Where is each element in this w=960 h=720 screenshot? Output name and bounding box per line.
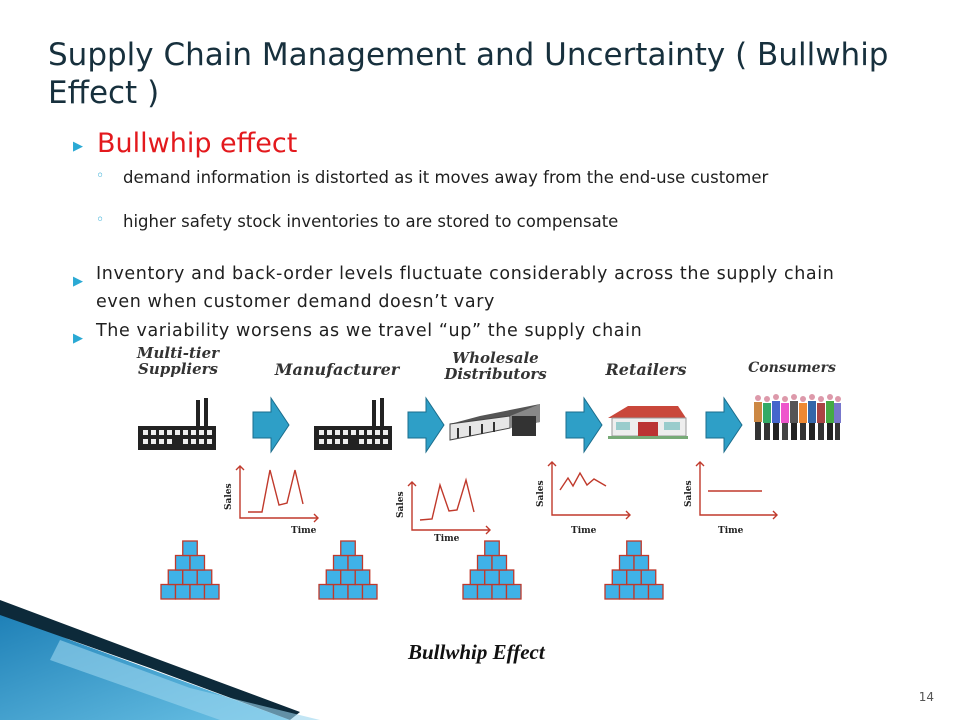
sales-chart-wholesale xyxy=(547,461,631,520)
bullet-inventory-text: Inventory and back-order levels fluctuat… xyxy=(96,264,835,312)
warehouse-icon xyxy=(449,404,540,441)
y-axis-label: Sales xyxy=(536,480,546,507)
y-axis-label: Sales xyxy=(396,491,406,518)
label-retailers: Retailers xyxy=(605,360,687,379)
sales-chart-suppliers xyxy=(235,465,319,523)
sales-chart-manufacturer xyxy=(407,477,491,535)
ring-bullet-icon: ◦ xyxy=(96,168,105,184)
flow-arrow-icon xyxy=(407,396,445,454)
x-axis-label: Time xyxy=(571,526,597,536)
bullet-variability-text: The variability worsens as we travel “up… xyxy=(96,321,643,341)
ring-bullet-icon: ◦ xyxy=(96,212,105,228)
decorative-swoosh xyxy=(0,600,320,720)
bullet-variability: ▶ The variability worsens as we travel “… xyxy=(73,317,873,346)
label-wholesale: Wholesale Distributors xyxy=(444,349,547,383)
sub-bullet-2-text: higher safety stock inventories to are s… xyxy=(123,212,619,231)
x-axis-label: Time xyxy=(718,526,744,536)
x-axis-label: Time xyxy=(434,534,460,544)
page-number: 14 xyxy=(918,690,934,704)
diagram-caption: Bullwhip Effect xyxy=(408,640,545,664)
bullet-bullwhip: ▶ Bullwhip effect xyxy=(73,128,297,159)
sub-bullet-1: ◦ demand information is distorted as it … xyxy=(96,168,856,188)
bullet-bullwhip-text: Bullwhip effect xyxy=(97,128,298,159)
inventory-stack-icon xyxy=(462,540,522,600)
label-manufacturer: Manufacturer xyxy=(274,360,400,379)
flow-arrow-icon xyxy=(252,396,290,454)
flow-arrow-icon xyxy=(565,396,603,454)
inventory-stack-icon xyxy=(604,540,664,600)
y-axis-label: Sales xyxy=(684,480,694,507)
sub-bullet-2: ◦ higher safety stock inventories to are… xyxy=(96,212,856,232)
x-axis-label: Time xyxy=(291,526,317,536)
inventory-stack-icon xyxy=(318,540,378,600)
sales-chart-retailers xyxy=(695,461,778,520)
label-consumers: Consumers xyxy=(748,360,836,376)
label-suppliers: Multi-tier Suppliers xyxy=(136,344,220,378)
bullet-arrow-icon: ▶ xyxy=(73,331,84,346)
slide-title: Supply Chain Management and Uncertainty … xyxy=(48,37,889,111)
factory-icon xyxy=(314,398,392,450)
flow-arrow-icon xyxy=(705,396,743,454)
y-axis-label: Sales xyxy=(224,483,234,510)
sub-bullet-1-text: demand information is distorted as it mo… xyxy=(123,168,769,187)
bullet-inventory: ▶ Inventory and back-order levels fluctu… xyxy=(73,260,873,316)
bullet-arrow-icon: ▶ xyxy=(73,274,84,289)
retail-store-icon xyxy=(608,406,688,439)
bullet-arrow-icon: ▶ xyxy=(73,139,83,154)
inventory-stack-icon xyxy=(160,540,220,600)
factory-icon xyxy=(138,398,216,450)
consumers-people-icon xyxy=(754,394,841,440)
